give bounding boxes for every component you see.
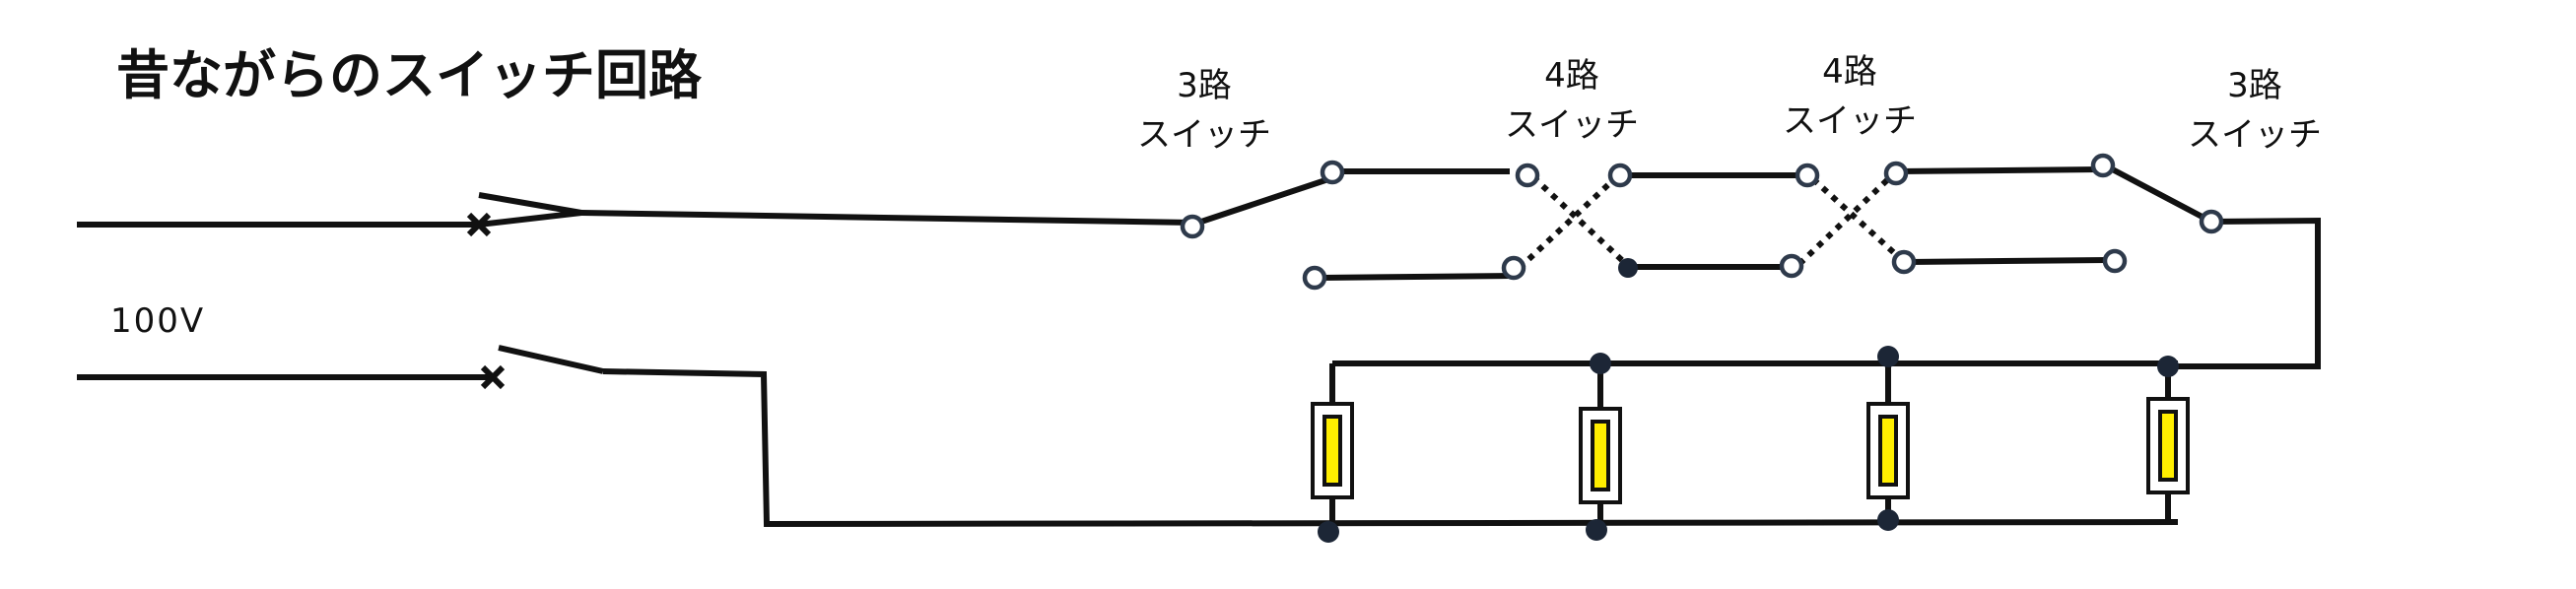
switch-label-4way-1: 4路 スイッチ: [1505, 56, 1639, 145]
breaker-blade-top: [478, 192, 582, 216]
lamp-4: [2146, 366, 2190, 522]
terminal: [1779, 253, 1804, 279]
switch-type-label: スイッチ: [1783, 101, 1917, 141]
terminal: [1302, 265, 1327, 291]
diagram-title: 昔ながらのスイッチ回路: [116, 44, 703, 106]
junction-dot: [1590, 353, 1611, 374]
terminal: [1515, 163, 1540, 188]
switch-number-label: 4路: [1822, 52, 1877, 92]
neutral-wire: [602, 368, 2179, 528]
breaker-contact-bottom-icon: [480, 364, 506, 390]
switch-label-4way-2: 4路 スイッチ: [1783, 52, 1917, 141]
switch-type-label: スイッチ: [1505, 105, 1639, 145]
voltage-label: 100V: [110, 301, 205, 341]
three-way-switch-left: [1191, 168, 1511, 281]
terminal: [1883, 161, 1909, 186]
switch-type-label: スイッチ: [2188, 115, 2322, 155]
switched-wire: [2178, 217, 2321, 369]
crossover-a: [1530, 174, 1629, 267]
terminal: [1607, 163, 1633, 188]
switch-terminals: [1180, 153, 2224, 291]
terminal: [1180, 214, 1205, 239]
terminal: [1320, 160, 1345, 185]
lamp-2: [1579, 363, 1622, 530]
crossover-b: [1796, 174, 1893, 267]
traveler-upper-3: [1895, 166, 2102, 174]
breaker-link-top: [478, 210, 582, 228]
switch-label-3way-left: 3路 スイッチ: [1137, 66, 1271, 155]
lamp-element: [1322, 415, 1342, 487]
switch-blade: [1191, 172, 1341, 228]
terminal: [1501, 255, 1526, 281]
crossover-b: [1517, 174, 1619, 271]
lamp-element: [1591, 420, 1610, 491]
terminal: [1795, 163, 1820, 188]
terminal: [2090, 153, 2116, 178]
crossover-a: [1810, 176, 1905, 263]
switch-type-label: スイッチ: [1137, 115, 1271, 155]
junction-dots: [1318, 258, 2179, 543]
breaker-blade-bottom: [498, 345, 604, 374]
traveler-lower-1: [1320, 273, 1511, 281]
switch-label-3way-right: 3路 スイッチ: [2188, 66, 2322, 155]
traveler-lower-3: [1907, 257, 2110, 265]
switch-blade: [2103, 163, 2213, 225]
junction-dot: [1618, 258, 1638, 278]
main-breaker: [77, 192, 604, 390]
terminal: [1891, 249, 1917, 275]
junction-dot: [1877, 509, 1899, 531]
terminal: [2102, 248, 2128, 274]
four-way-switch-2: [1796, 174, 1905, 267]
lamp-element: [2158, 410, 2178, 482]
junction-dot: [1586, 519, 1607, 541]
switch-number-label: 3路: [1177, 66, 1232, 105]
live-wire: [580, 210, 1193, 226]
switch-number-label: 3路: [2227, 66, 2282, 105]
junction-dot: [1877, 346, 1899, 367]
switch-number-label: 4路: [1544, 56, 1599, 96]
four-way-switch-1: [1517, 174, 1629, 271]
breaker-contact-top-icon: [466, 212, 492, 237]
junction-dot: [1318, 521, 1339, 543]
lamp-element: [1878, 415, 1898, 487]
lamp-3: [1866, 363, 1910, 522]
lamp-1: [1311, 363, 1354, 532]
three-way-switch-right: [2103, 163, 2213, 225]
terminal: [2199, 209, 2224, 234]
junction-dot: [2157, 356, 2179, 377]
